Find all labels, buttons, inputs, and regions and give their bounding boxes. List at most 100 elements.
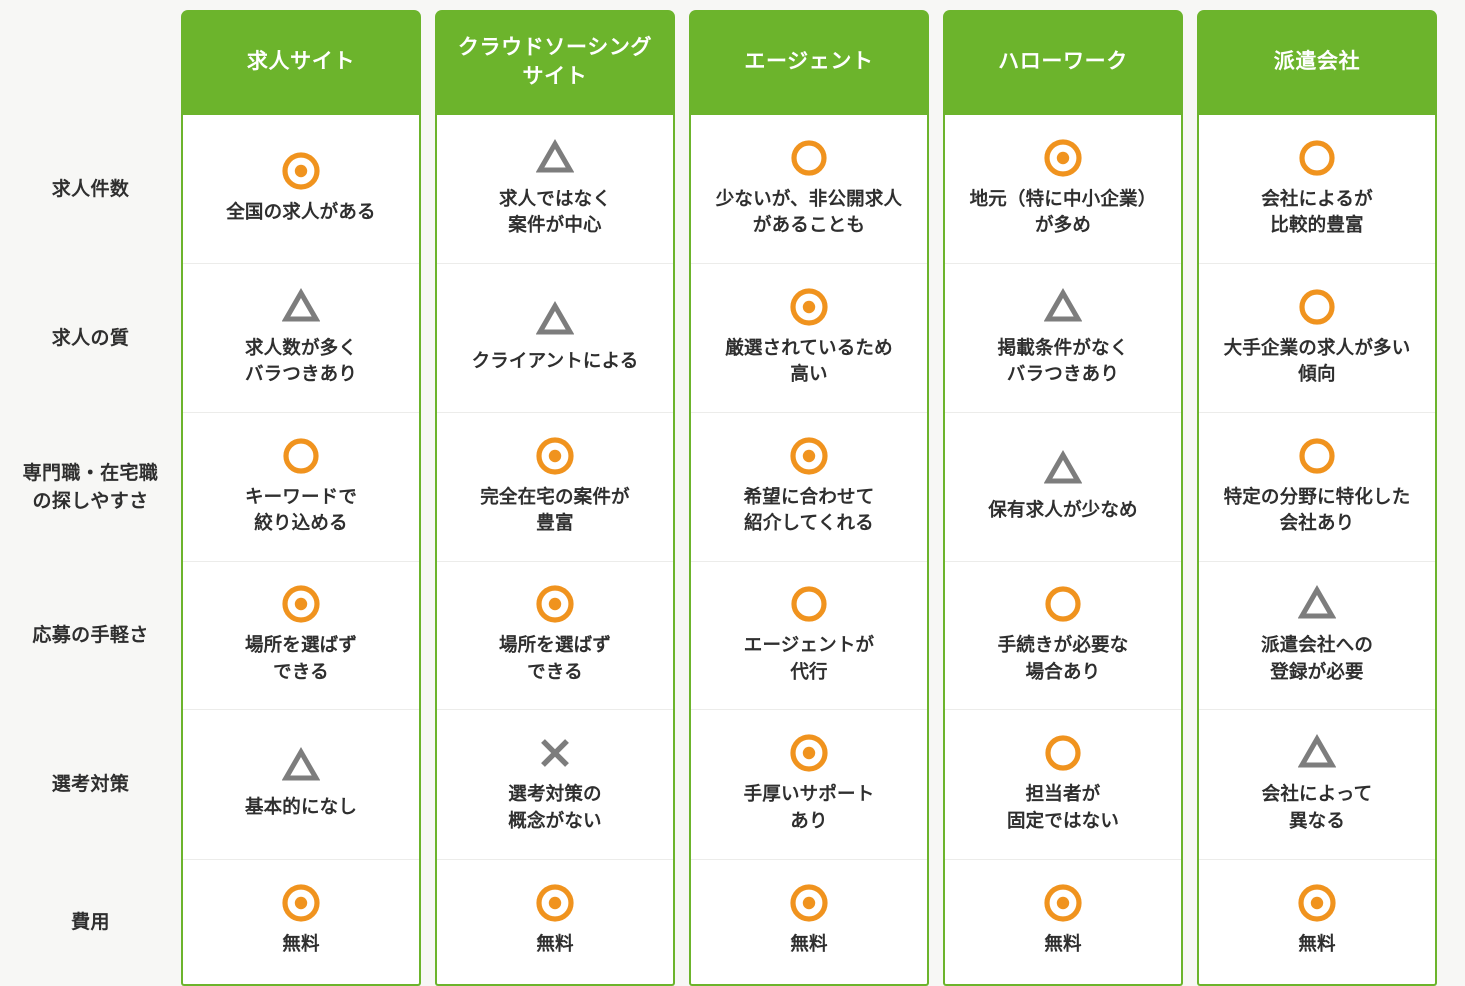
double-circle-icon xyxy=(282,585,320,623)
cell-content: 掲載条件がなく バラつきあり xyxy=(997,287,1129,388)
cell-text: クライアントによる xyxy=(471,349,639,371)
cell-c2-r0: 少ないが、非公開求人 があることも xyxy=(689,115,929,264)
cell-c3-r0: 地元（特に中小企業） が多め xyxy=(943,115,1183,264)
cell-c0-r4: 基本的になし xyxy=(181,710,421,860)
cell-c1-r1: クライアントによる xyxy=(435,264,675,413)
comparison-column-4: 派遣会社会社によるが 比較的豊富大手企業の求人が多い 傾向特定の分野に特化した … xyxy=(1197,0,1451,986)
cell-text: 全国の求人がある xyxy=(226,200,376,222)
cell-c0-r3: 場所を選ばず できる xyxy=(181,562,421,710)
row-label-2: 専門職・在宅職 の探しやすさ xyxy=(22,462,159,512)
triangle-icon xyxy=(535,300,575,339)
cell-content: 完全在宅の案件が 豊富 xyxy=(480,437,630,537)
cell-content: 担当者が 固定ではない xyxy=(1007,734,1119,834)
double-circle-icon xyxy=(790,288,828,326)
column-header-3: ハローワーク xyxy=(943,10,1183,115)
cell-c4-r5: 無料 xyxy=(1197,860,1437,986)
column-header-4: 派遣会社 xyxy=(1197,10,1437,115)
cell-text: 手続きが必要な 場合あり xyxy=(997,634,1129,682)
column-header-0: 求人サイト xyxy=(181,10,421,115)
cell-text: 無料 xyxy=(1044,933,1082,955)
cell-text: 無料 xyxy=(282,933,320,955)
cell-content: 場所を選ばず できる xyxy=(245,585,357,685)
cell-c2-r2: 希望に合わせて 紹介してくれる xyxy=(689,413,929,562)
cell-content: 無料 xyxy=(1044,884,1082,957)
cell-content: 会社によって 異なる xyxy=(1262,734,1373,834)
row-label-1: 求人の質 xyxy=(51,327,130,349)
cell-text: 完全在宅の案件が 豊富 xyxy=(480,485,630,533)
double-circle-icon xyxy=(282,152,320,190)
cell-text: 大手企業の求人が多い 傾向 xyxy=(1223,336,1411,384)
circle-icon xyxy=(1298,288,1336,326)
triangle-icon xyxy=(1297,734,1337,772)
double-circle-icon xyxy=(282,884,320,922)
cell-c0-r5: 無料 xyxy=(181,860,421,986)
cell-text: 求人ではなく 案件が中心 xyxy=(498,187,612,235)
cell-c2-r4: 手厚いサポート あり xyxy=(689,710,929,860)
cell-text: 無料 xyxy=(536,933,574,955)
circle-icon xyxy=(282,437,320,475)
cell-content: 少ないが、非公開求人 があることも xyxy=(716,139,902,239)
cell-content: 手厚いサポート あり xyxy=(744,734,875,834)
triangle-icon xyxy=(281,747,321,785)
cell-content: 求人数が多く バラつきあり xyxy=(244,287,358,388)
cell-text: 無料 xyxy=(1298,933,1336,955)
circle-icon xyxy=(1298,437,1336,475)
cell-text: 掲載条件がなく バラつきあり xyxy=(997,336,1129,384)
cell-content: 希望に合わせて 紹介してくれる xyxy=(744,437,875,537)
cell-text: 少ないが、非公開求人 があることも xyxy=(715,187,903,235)
triangle-icon xyxy=(281,287,321,326)
cell-c1-r2: 完全在宅の案件が 豊富 xyxy=(435,413,675,562)
cell-content: 地元（特に中小企業） が多め xyxy=(970,139,1157,239)
triangle-icon xyxy=(535,138,575,177)
cell-c4-r3: 派遣会社への 登録が必要 xyxy=(1197,562,1437,710)
cell-content: キーワードで 絞り込める xyxy=(245,437,357,537)
cell-content: 選考対策の 概念がない xyxy=(508,734,602,834)
triangle-icon xyxy=(1043,287,1083,326)
cell-content: 無料 xyxy=(536,884,574,957)
cell-text: 会社によるが 比較的豊富 xyxy=(1261,187,1373,235)
cell-content: 全国の求人がある xyxy=(226,152,376,225)
double-circle-icon xyxy=(536,437,574,475)
cell-c4-r2: 特定の分野に特化した 会社あり xyxy=(1197,413,1437,562)
comparison-column-3: ハローワーク地元（特に中小企業） が多め掲載条件がなく バラつきあり保有求人が少… xyxy=(943,0,1197,986)
cell-text: 場所を選ばず できる xyxy=(498,634,612,682)
cell-text: 地元（特に中小企業） が多め xyxy=(969,187,1157,235)
double-circle-icon xyxy=(790,437,828,475)
column-header-1: クラウドソーシング サイト xyxy=(435,10,675,115)
cell-text: 保有求人が少なめ xyxy=(988,498,1138,520)
cell-content: 無料 xyxy=(790,884,828,957)
cell-text: 担当者が 固定ではない xyxy=(1006,783,1120,831)
cell-content: 特定の分野に特化した 会社あり xyxy=(1224,437,1411,537)
comparison-column-2: エージェント少ないが、非公開求人 があることも厳選されているため 高い希望に合わ… xyxy=(689,0,943,986)
cell-text: 厳選されているため 高い xyxy=(725,336,893,384)
cell-c1-r3: 場所を選ばず できる xyxy=(435,562,675,710)
cell-content: 手続きが必要な 場合あり xyxy=(998,585,1129,685)
cell-text: 選考対策の 概念がない xyxy=(508,783,602,831)
comparison-column-0: 求人サイト全国の求人がある求人数が多く バラつきありキーワードで 絞り込める場所… xyxy=(181,0,435,986)
cell-text: 会社によって 異なる xyxy=(1261,783,1373,831)
cell-content: 求人ではなく 案件が中心 xyxy=(498,138,612,239)
cell-c3-r4: 担当者が 固定ではない xyxy=(943,710,1183,860)
row-label-3: 応募の手軽さ xyxy=(32,625,149,647)
cell-text: 求人数が多く バラつきあり xyxy=(244,336,358,384)
cell-c4-r4: 会社によって 異なる xyxy=(1197,710,1437,860)
cell-c0-r0: 全国の求人がある xyxy=(181,115,421,264)
cell-content: 無料 xyxy=(1298,884,1336,957)
cell-c1-r4: 選考対策の 概念がない xyxy=(435,710,675,860)
cell-text: キーワードで 絞り込める xyxy=(244,485,358,533)
cell-content: クライアントによる xyxy=(471,300,639,374)
triangle-icon xyxy=(1043,449,1083,488)
cell-content: 基本的になし xyxy=(245,747,357,820)
circle-icon xyxy=(1044,734,1082,772)
cell-c4-r0: 会社によるが 比較的豊富 xyxy=(1197,115,1437,264)
cell-text: 場所を選ばず できる xyxy=(244,634,358,682)
cell-c2-r3: エージェントが 代行 xyxy=(689,562,929,710)
cell-text: 基本的になし xyxy=(244,796,358,818)
row-label-5: 費用 xyxy=(71,912,110,934)
double-circle-icon xyxy=(790,884,828,922)
row-label-header-spacer xyxy=(0,0,181,115)
row-label-4: 選考対策 xyxy=(51,774,130,796)
cell-content: 大手企業の求人が多い 傾向 xyxy=(1224,288,1411,388)
